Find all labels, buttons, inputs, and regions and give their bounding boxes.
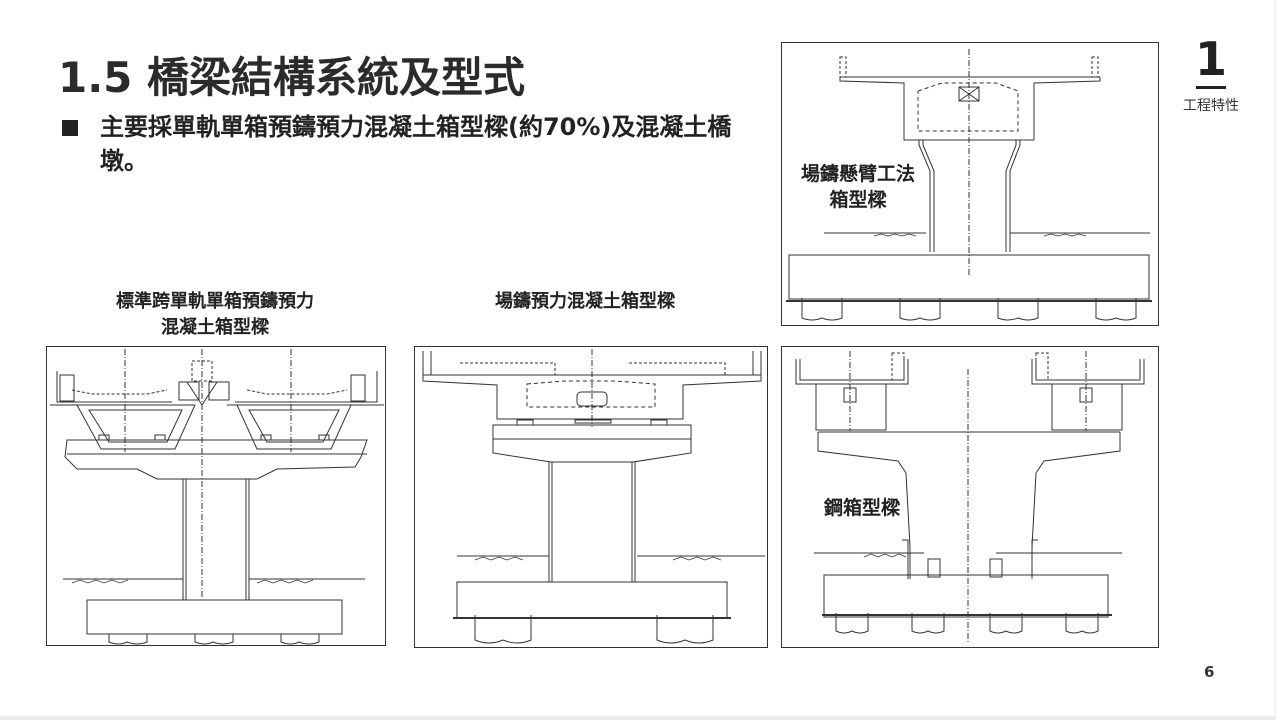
caption-line: 標準跨單軌單箱預鑄預力 — [116, 291, 314, 312]
diagram-label: 鋼箱型樑 — [812, 495, 912, 521]
caption-line: 混凝土箱型樑 — [161, 317, 269, 338]
diagram-cast-in-place-box-girder — [414, 346, 768, 648]
section-underline — [1196, 86, 1226, 89]
page-title: 1.5 橋梁結構系統及型式 — [58, 53, 526, 102]
bridge-section-drawing — [786, 49, 1152, 321]
diagram-steel-box-girder: 鋼箱型樑 — [781, 346, 1159, 648]
section-number: 1 — [1194, 32, 1227, 86]
label-line: 箱型樑 — [829, 189, 887, 211]
bridge-section-drawing — [50, 349, 384, 645]
diagram-precast-box-girder — [46, 346, 386, 646]
bridge-section-drawing — [795, 351, 1145, 643]
diagram-cantilever-box-girder: 場鑄懸臂工法 箱型樑 — [781, 42, 1159, 326]
bridge-section-drawing — [422, 349, 765, 644]
figure-caption-precast: 標準跨單軌單箱預鑄預力 混凝土箱型樑 — [70, 289, 360, 341]
section-label: 工程特性 — [1183, 98, 1239, 114]
label-line: 鋼箱型樑 — [823, 497, 900, 519]
page-number: 6 — [1204, 663, 1215, 681]
section-badge: 1 工程特性 — [1176, 34, 1246, 115]
square-bullet-icon — [62, 120, 78, 136]
slide-right-edge — [1274, 0, 1276, 716]
figure-caption-cast-in-place: 場鑄預力混凝土箱型樑 — [440, 289, 730, 315]
bullet-item: 主要採單軌單箱預鑄預力混凝土箱型樑(約70%)及混凝土橋墩。 — [62, 110, 762, 178]
label-line: 場鑄懸臂工法 — [800, 163, 915, 185]
caption-line: 場鑄預力混凝土箱型樑 — [495, 291, 675, 312]
diagram-label: 場鑄懸臂工法 箱型樑 — [788, 161, 928, 213]
bullet-text: 主要採單軌單箱預鑄預力混凝土箱型樑(約70%)及混凝土橋墩。 — [100, 113, 732, 175]
slide-bottom-edge — [0, 716, 1276, 720]
